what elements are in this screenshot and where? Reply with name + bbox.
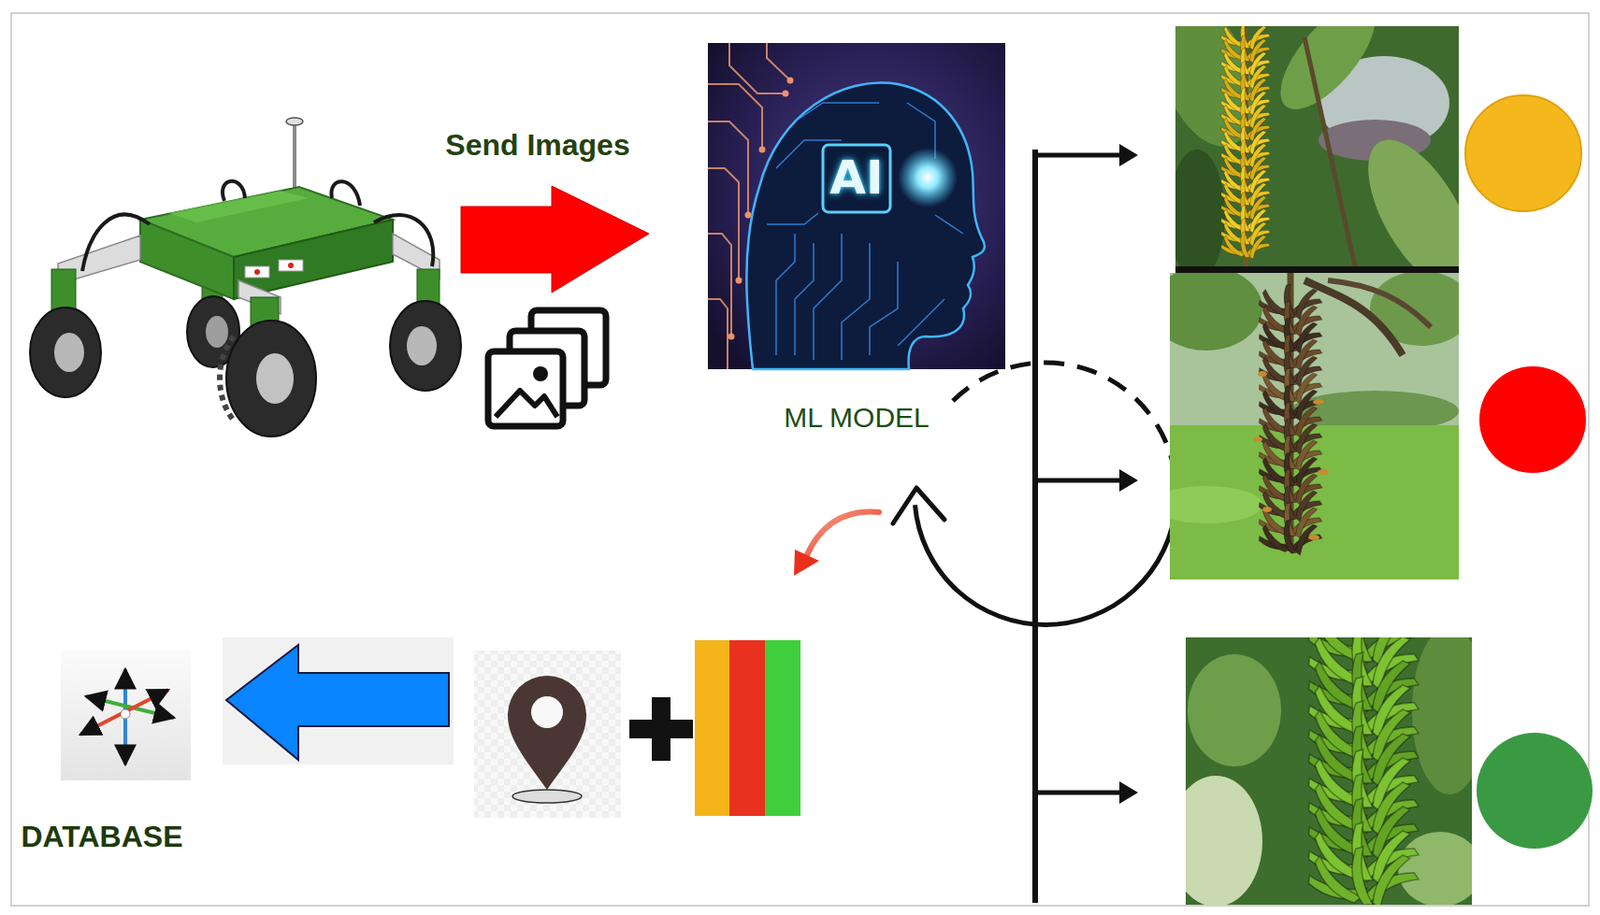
ripe-banana-photo [1175,26,1459,274]
ripe-status-dot [1465,95,1582,212]
plus-sign [629,697,693,762]
dashed-cycle-arc [952,362,1177,483]
feedback-cycle-arrow [915,504,1177,625]
picture-frame [11,13,1589,907]
output-curved-arrow [793,512,880,577]
ml-model-node: AI ML MODEL [707,43,1006,436]
image-stack-icon [488,310,606,427]
chip-label: AI [829,151,883,206]
unripe-status-dot [1476,733,1593,850]
ai-head-image [707,43,1006,370]
database-axes-icon [60,650,191,781]
store-arrow [222,637,454,765]
status-color-bars [694,640,801,817]
database-caption: DATABASE [20,820,183,855]
feedback-arrowhead [893,488,945,524]
rotten-banana-photo [1169,273,1459,580]
send-arrow [461,186,649,293]
arrow-label: Send Images [445,128,630,163]
location-pin-icon [474,650,621,819]
database-node: DATABASE [14,650,191,859]
unripe-banana-photo [1185,637,1472,906]
classification-branches [1035,144,1139,904]
field-robot [29,117,462,437]
rotten-status-dot [1479,366,1586,474]
model-caption: ML MODEL [783,402,930,435]
